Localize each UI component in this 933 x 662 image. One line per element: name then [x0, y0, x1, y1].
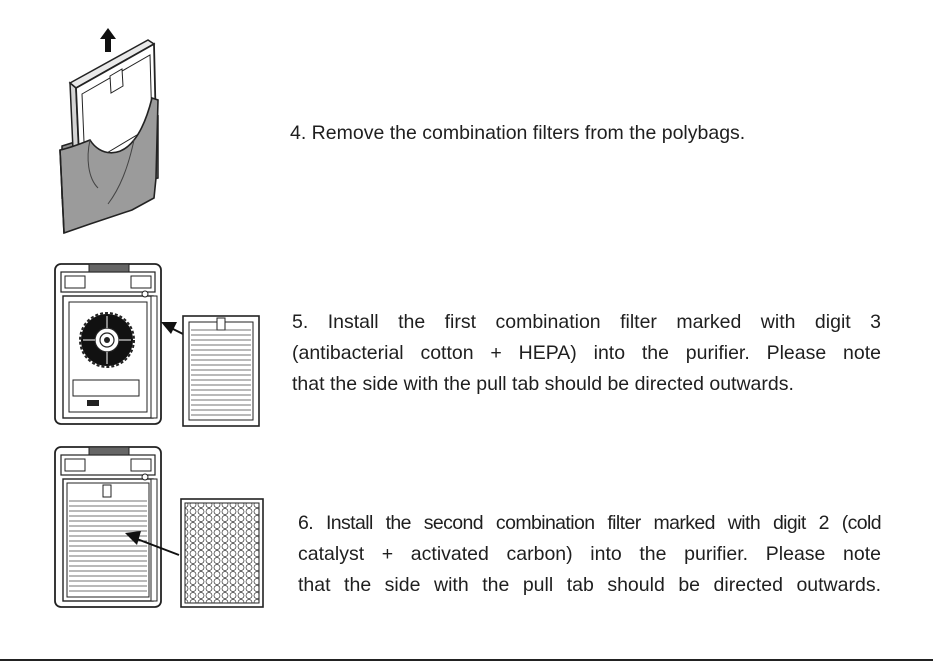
step-6-line-2: catalyst + activated carbon) into the pu…	[298, 543, 881, 565]
page-bottom-rule	[0, 659, 933, 661]
purifier-open-front	[54, 263, 162, 425]
step-6-line-3: that the side with the pull tab should b…	[298, 574, 881, 596]
polybag	[59, 96, 159, 235]
step-4-line-1: 4. Remove the combination filters from t…	[290, 122, 746, 144]
step-5-instruction: 5. Install the first combination filter …	[292, 307, 881, 400]
install-carbon-filter-illustration	[54, 446, 264, 608]
step-5-line-3: that the side with the pull tab should b…	[292, 373, 794, 395]
step-5-line-2: (antibacterial cotton + HEPA) into the p…	[292, 342, 881, 364]
insert-arrow-icon	[125, 531, 180, 556]
install-hepa-filter-illustration	[54, 263, 260, 427]
step-5-line-1: 5. Install the first combination filter …	[292, 311, 881, 333]
arrow-up-icon	[100, 28, 116, 52]
step-4-instruction: 4. Remove the combination filters from t…	[290, 118, 890, 149]
step-6-line-1: 6. Install the second combination filter…	[298, 512, 882, 534]
step-6-instruction: 6. Install the second combination filter…	[298, 508, 882, 601]
fan-icon	[79, 312, 135, 368]
carbon-filter	[180, 498, 264, 608]
hepa-filter	[182, 315, 260, 427]
purifier-with-hepa-installed	[54, 446, 162, 608]
remove-filter-from-polybag-illustration	[59, 28, 159, 235]
